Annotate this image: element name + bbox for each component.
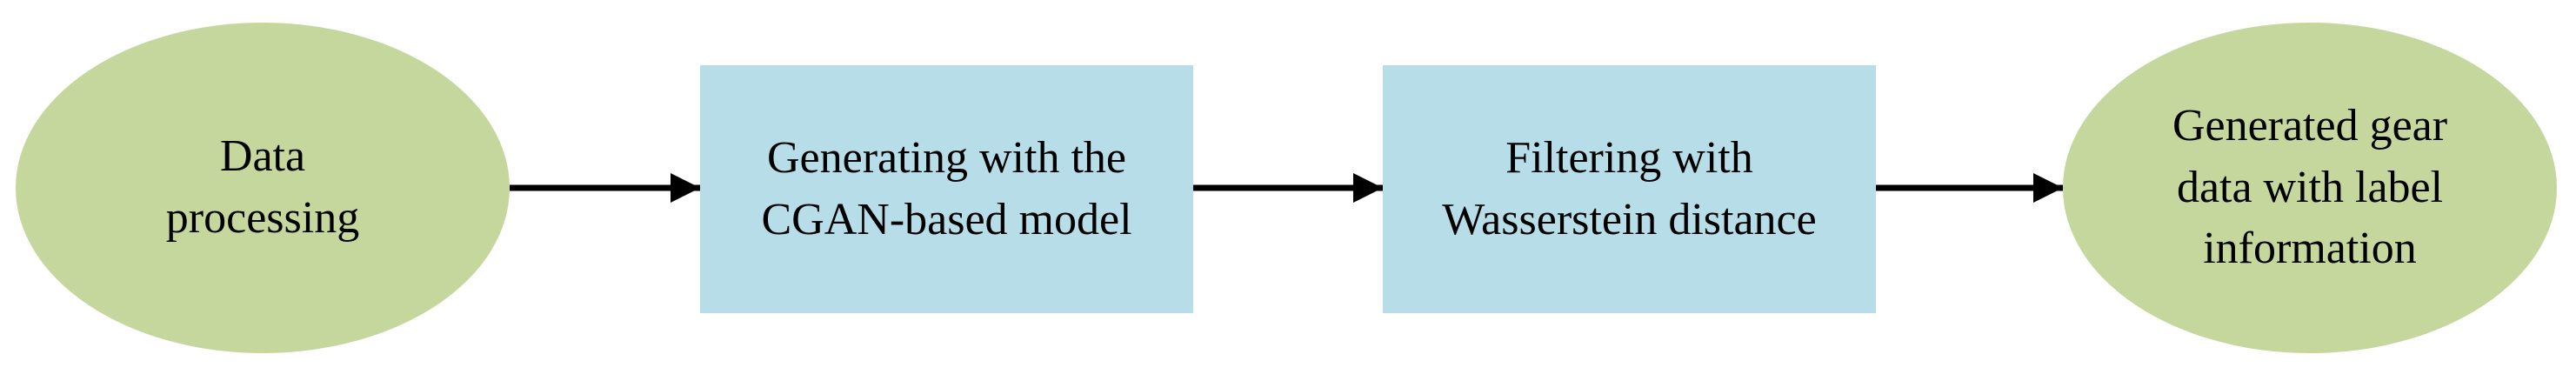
generated-gear-data-label: Generated gear data with label informati…	[2172, 100, 2448, 274]
arrowhead-processing-to-generating	[671, 173, 700, 203]
data-processing-label: Data processing	[165, 131, 360, 243]
wasserstein-filter-node	[1383, 65, 1876, 313]
cgan-generation-node	[700, 65, 1193, 313]
arrowhead-filtering-to-generated-data	[2033, 173, 2063, 203]
generated-gear-data-node	[2063, 23, 2557, 353]
wasserstein-filter-label: Filtering with Wasserstein distance	[1442, 132, 1817, 244]
cgan-generation-label: Generating with the CGAN-based model	[761, 132, 1132, 244]
arrowhead-generating-to-filtering	[1353, 173, 1383, 203]
data-processing-node	[16, 23, 510, 353]
